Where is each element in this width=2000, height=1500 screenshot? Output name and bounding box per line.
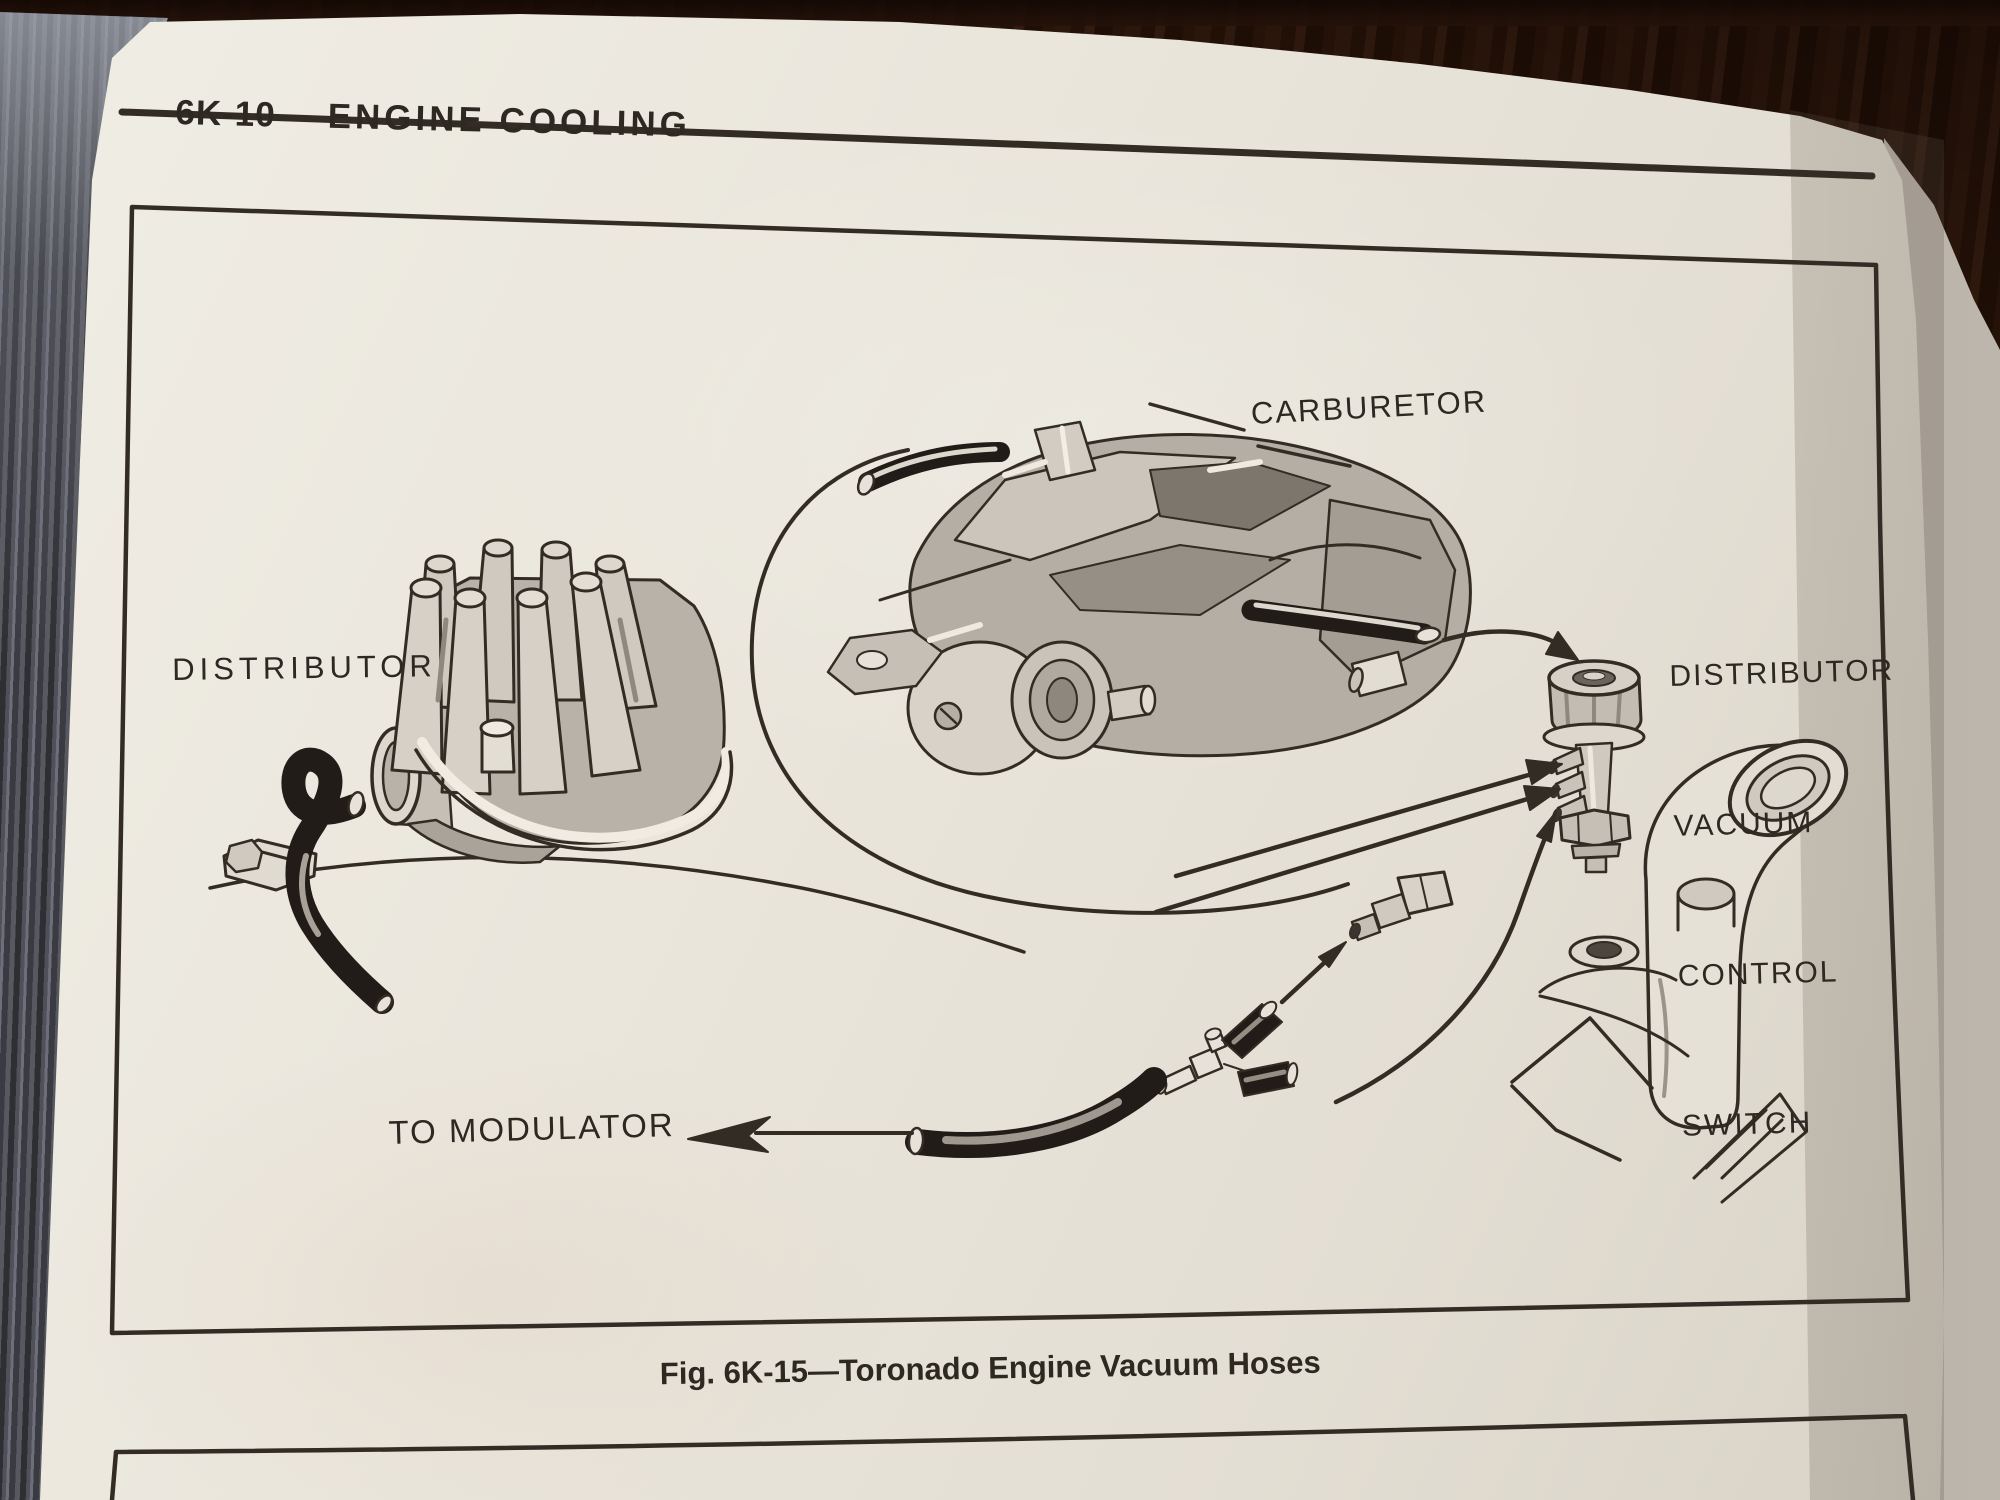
carburetor-leader-lines	[1148, 402, 1352, 468]
tee-fitting-illustration	[1156, 1000, 1299, 1097]
vacuum-control-switch-illustration	[1542, 659, 1646, 874]
label-line: DISTRIBUTOR	[1669, 653, 1895, 693]
water-outlet-illustration	[1510, 738, 1849, 1204]
page-rules	[109, 108, 1916, 1500]
label-vacuum-control-switch: DISTRIBUTOR VACUUM CONTROL SWITCH	[1666, 546, 1910, 1252]
page-header: 6K-10 ENGINE COOLING	[131, 52, 692, 186]
engine-surface-line	[208, 855, 1026, 954]
carburetor-illustration	[826, 420, 1472, 776]
label-line: VACUUM	[1673, 805, 1814, 843]
section-title: ENGINE COOLING	[327, 96, 692, 145]
distributor-illustration	[222, 538, 734, 892]
carburetor-hoses	[856, 442, 1442, 645]
label-distributor: DISTRIBUTOR	[172, 648, 438, 687]
label-line: CONTROL	[1677, 955, 1839, 993]
flow-arrows	[687, 629, 1579, 1153]
page-number: 6K-10	[174, 93, 277, 135]
distributor-vacuum-hose	[281, 747, 394, 1014]
modulator-hose	[905, 1067, 1167, 1158]
label-line: SWITCH	[1681, 1106, 1813, 1143]
hose-routing-loop	[749, 448, 1350, 915]
label-to-modulator: TO MODULATOR	[388, 1106, 676, 1151]
check-valve-illustration	[1349, 870, 1454, 942]
